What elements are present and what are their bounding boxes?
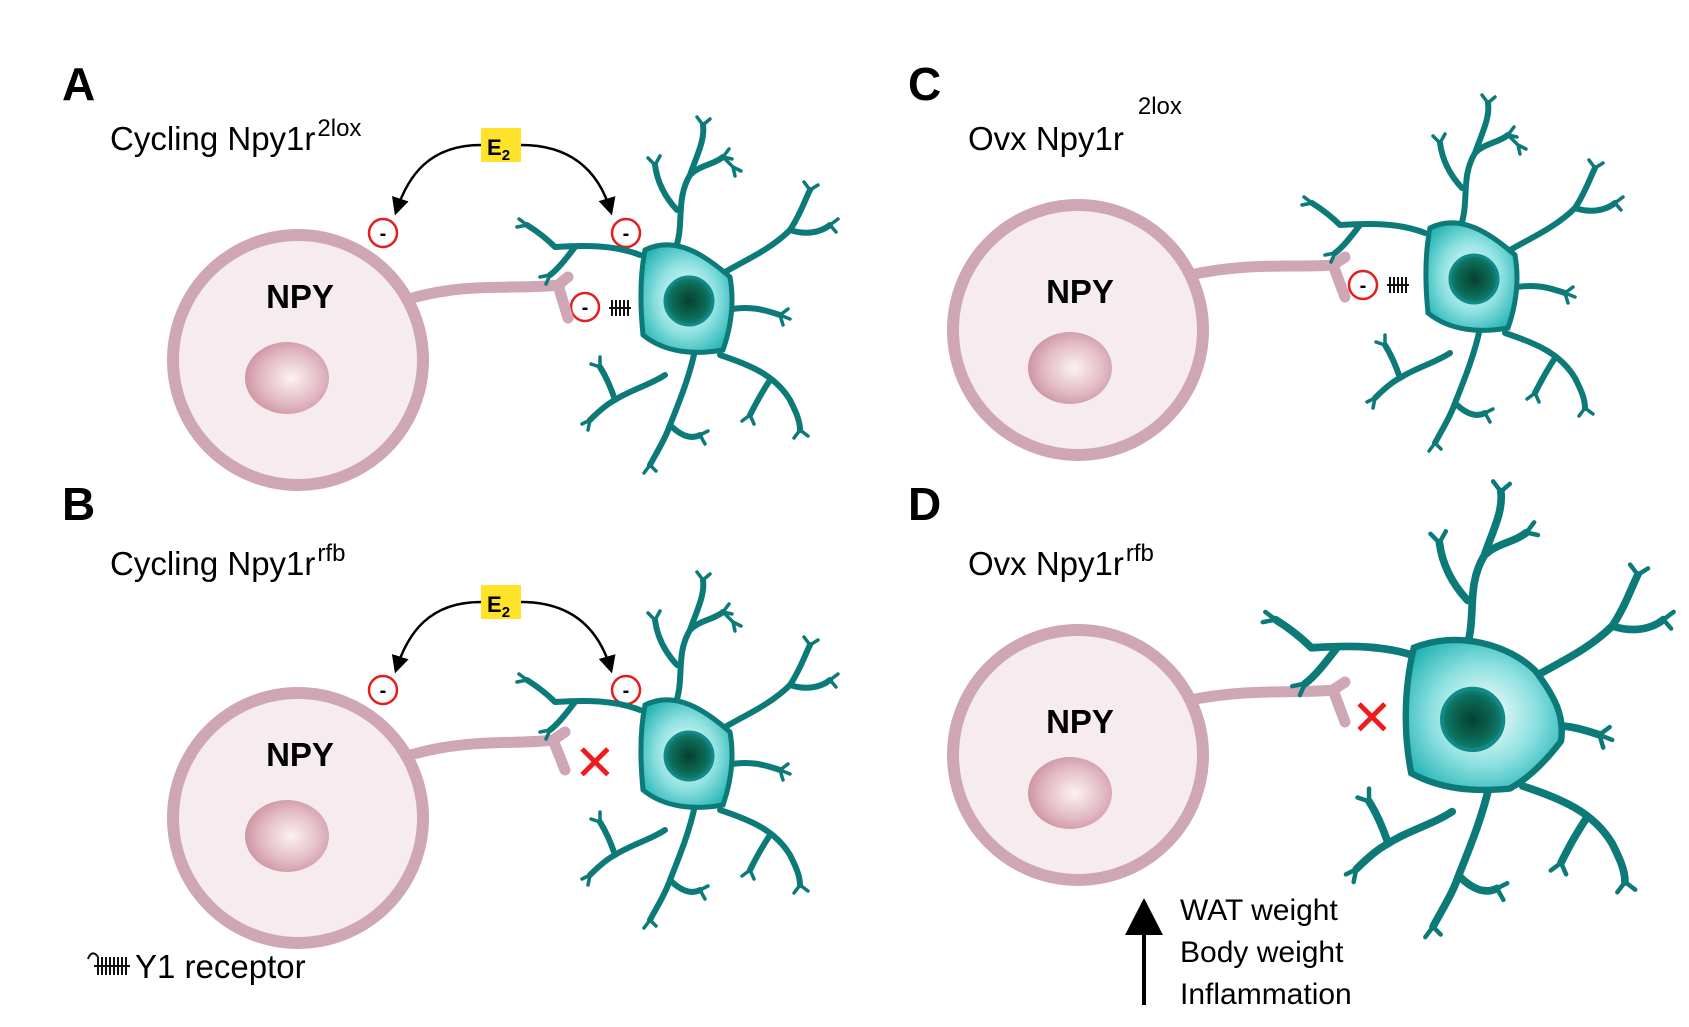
panel-title: Cycling Npy1rrfb <box>110 540 345 582</box>
neuron-label: NPY <box>266 736 334 773</box>
outcome-line: WAT weight <box>1180 894 1338 927</box>
hormone-symbol: E2 <box>487 592 510 621</box>
npy-neuron: NPY <box>167 229 574 491</box>
neuron-label: NPY <box>1046 703 1114 740</box>
panel-letter: C <box>908 58 941 110</box>
astrocyte-nucleus <box>1448 253 1500 305</box>
npy-neuron: NPY <box>947 624 1351 886</box>
panel-title-superscript: 2lox <box>317 115 361 142</box>
npy-neuron: NPY <box>167 687 571 949</box>
minus-circle-icon: - <box>610 674 642 706</box>
panel-c: C Ovx Npy1r 2lox NPY - <box>908 58 1625 461</box>
cross-icon: ✕ <box>574 735 616 791</box>
cross-icon: ✕ <box>1351 690 1393 746</box>
neuron-nucleus <box>245 342 329 414</box>
panel-title-base: Cycling Npy1r <box>110 545 315 582</box>
outcome-line: Body weight <box>1180 936 1344 969</box>
panel-title-base: Cycling Npy1r <box>110 120 315 157</box>
y1-receptor-icon <box>609 300 631 316</box>
y1-receptor-icon <box>1387 277 1409 293</box>
panel-a: A Cycling Npy1r2lox E2 - - - <box>62 58 840 491</box>
neuron-nucleus <box>245 800 329 872</box>
panel-title: Cycling Npy1r2lox <box>110 115 361 157</box>
panel-d: D Ovx Npy1rrfb NPY ✕ <box>908 478 1676 1011</box>
minus-circle-icon: - <box>367 674 399 706</box>
panel-title-superscript: 2lox <box>1138 93 1182 120</box>
inhibition-arrow-right <box>520 143 616 216</box>
svg-text:-: - <box>380 680 387 702</box>
up-arrow-head <box>1125 898 1163 935</box>
estradiol-e2-box: E2 <box>481 585 521 621</box>
neuron-nucleus <box>1028 332 1112 404</box>
svg-text:-: - <box>623 680 630 702</box>
legend-label: Y1 receptor <box>135 948 306 985</box>
inhibition-arrow-left <box>391 600 482 674</box>
astrocyte <box>515 115 840 475</box>
legend: Y1 receptor <box>87 948 306 985</box>
astrocyte-nucleus <box>1440 686 1506 753</box>
astrocyte-nucleus <box>663 275 715 327</box>
panel-title: Ovx Npy1rrfb <box>968 540 1154 582</box>
panel-letter: A <box>62 58 95 110</box>
minus-circle-icon: - <box>610 217 642 249</box>
panel-letter: D <box>908 478 941 530</box>
panel-title: Ovx Npy1r 2lox <box>968 93 1182 157</box>
minus-circle-icon: - <box>367 217 399 249</box>
svg-text:-: - <box>623 223 630 245</box>
svg-text:-: - <box>380 223 387 245</box>
minus-circle-icon: - <box>1347 269 1379 301</box>
outcome-group: WAT weight Body weight Inflammation <box>1125 894 1352 1011</box>
inhibition-arrow-right <box>520 600 616 674</box>
astrocyte <box>1300 93 1625 453</box>
panel-title-base: Ovx Npy1r <box>968 545 1124 582</box>
minus-circle-icon: - <box>569 291 601 323</box>
svg-text:-: - <box>582 297 589 319</box>
npy-neuron: NPY <box>947 199 1351 461</box>
astrocyte <box>515 570 840 930</box>
panel-title-superscript: rfb <box>317 540 345 567</box>
panel-title-base: Ovx Npy1r <box>968 120 1124 157</box>
neuron-label: NPY <box>1046 273 1114 310</box>
estradiol-e2-box: E2 <box>481 128 521 164</box>
inhibition-arrow-left <box>392 143 482 216</box>
neuron-label: NPY <box>266 278 334 315</box>
panel-letter: B <box>62 478 95 530</box>
outcome-line: Inflammation <box>1180 978 1352 1011</box>
panel-title-superscript: rfb <box>1126 540 1154 567</box>
neuron-nucleus <box>1028 757 1112 829</box>
y1-receptor-icon <box>87 952 130 975</box>
hormone-symbol: E2 <box>487 135 510 164</box>
svg-text:-: - <box>1360 275 1367 297</box>
astrocyte-enlarged <box>1260 479 1676 940</box>
astrocyte-nucleus <box>663 730 715 782</box>
panel-b: B Cycling Npy1rrfb E2 - - NPY ✕ <box>62 478 840 985</box>
